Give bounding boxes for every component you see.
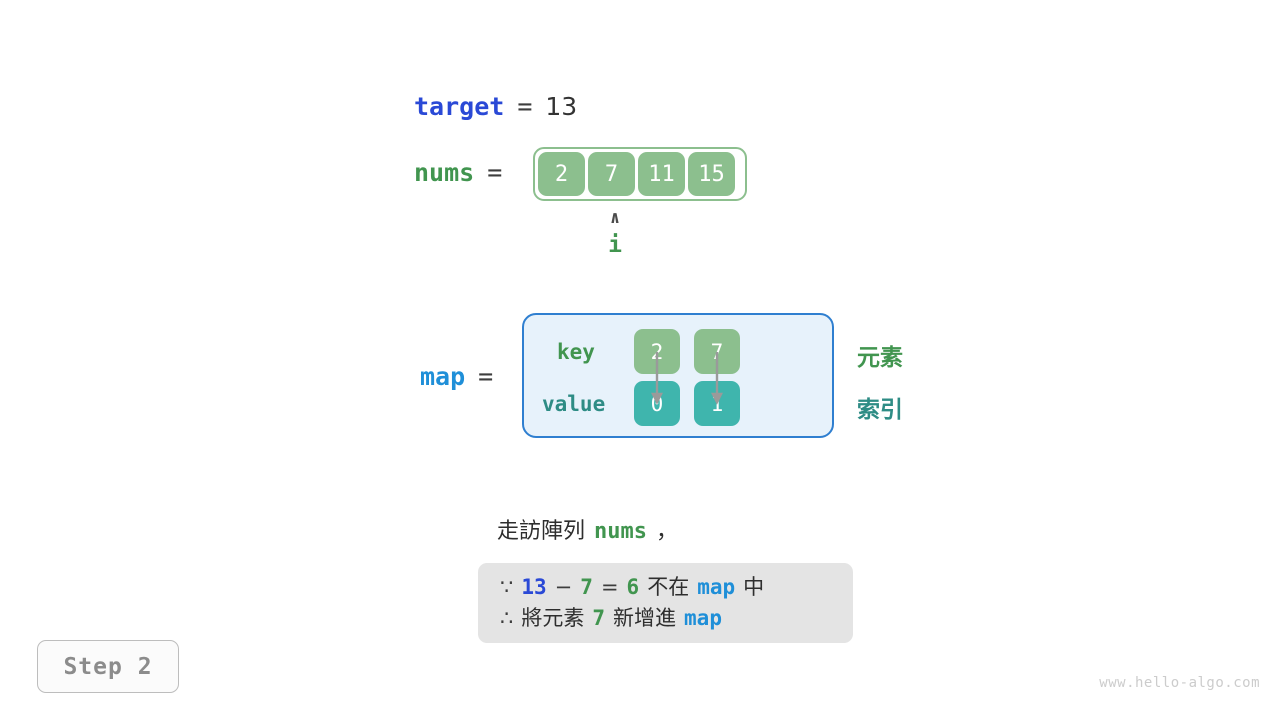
nums-equals-sign: =: [487, 158, 503, 187]
because-symbol: ∵: [500, 575, 514, 599]
array-cell: 11: [638, 152, 685, 196]
pointer-label-i: i: [608, 232, 622, 258]
note-target-value: 13: [521, 575, 547, 599]
caption-suffix: ，: [656, 519, 679, 544]
array-cell: 15: [688, 152, 735, 196]
map-equals-sign: =: [478, 362, 494, 391]
map-value-cell: 1: [694, 381, 740, 426]
array-cell: 7: [588, 152, 635, 196]
map-variable-name: map: [420, 362, 466, 391]
note-box: ∵ 13 − 7 = 6 不在 map 中 ∴ 將元素 7 新增進 map: [478, 563, 853, 643]
map-side-label-element: 元素: [857, 345, 903, 371]
note-equals-operator: =: [600, 575, 619, 599]
map-key-cell: 7: [694, 329, 740, 374]
map-value-cell: 0: [634, 381, 680, 426]
array-cell: 2: [538, 152, 585, 196]
note-line2-map-keyword: map: [684, 606, 722, 630]
note-line1-map-keyword: map: [697, 575, 736, 599]
map-side-label-index: 索引: [857, 397, 903, 423]
step-badge: Step 2: [37, 640, 179, 693]
note-line1-tail-text: 中: [743, 575, 765, 599]
note-complement-value: 6: [626, 575, 640, 599]
note-line2-mid-text: 新增進: [613, 606, 677, 630]
map-key-row-label: key: [557, 340, 595, 364]
watermark: www.hello-algo.com: [1099, 675, 1260, 691]
note-current-value: 7: [580, 575, 593, 599]
note-inserted-value: 7: [592, 606, 606, 630]
target-value: 13: [545, 92, 578, 121]
map-line: map =: [420, 362, 493, 391]
caption-prefix: 走訪陣列: [497, 519, 586, 544]
nums-array-container: 2 7 11 15: [533, 147, 747, 201]
target-equals-sign: =: [517, 92, 533, 121]
note-minus-operator: −: [554, 575, 573, 599]
nums-line: nums =: [414, 158, 502, 187]
nums-variable-name: nums: [414, 158, 475, 187]
note-line-1: ∵ 13 − 7 = 6 不在 map 中: [500, 572, 831, 603]
caption-keyword-nums: nums: [594, 519, 647, 544]
caption-line: 走訪陣列 nums ，: [497, 513, 678, 545]
note-line1-mid-text: 不在: [647, 575, 690, 599]
pointer-caret-icon: ∧: [609, 208, 621, 228]
target-variable-name: target: [414, 92, 505, 121]
therefore-symbol: ∴: [500, 606, 514, 630]
note-line2-prefix-text: 將元素: [521, 606, 585, 630]
target-line: target = 13: [414, 92, 577, 121]
note-line-2: ∴ 將元素 7 新增進 map: [500, 603, 831, 634]
map-key-cell: 2: [634, 329, 680, 374]
map-value-row-label: value: [542, 392, 606, 416]
